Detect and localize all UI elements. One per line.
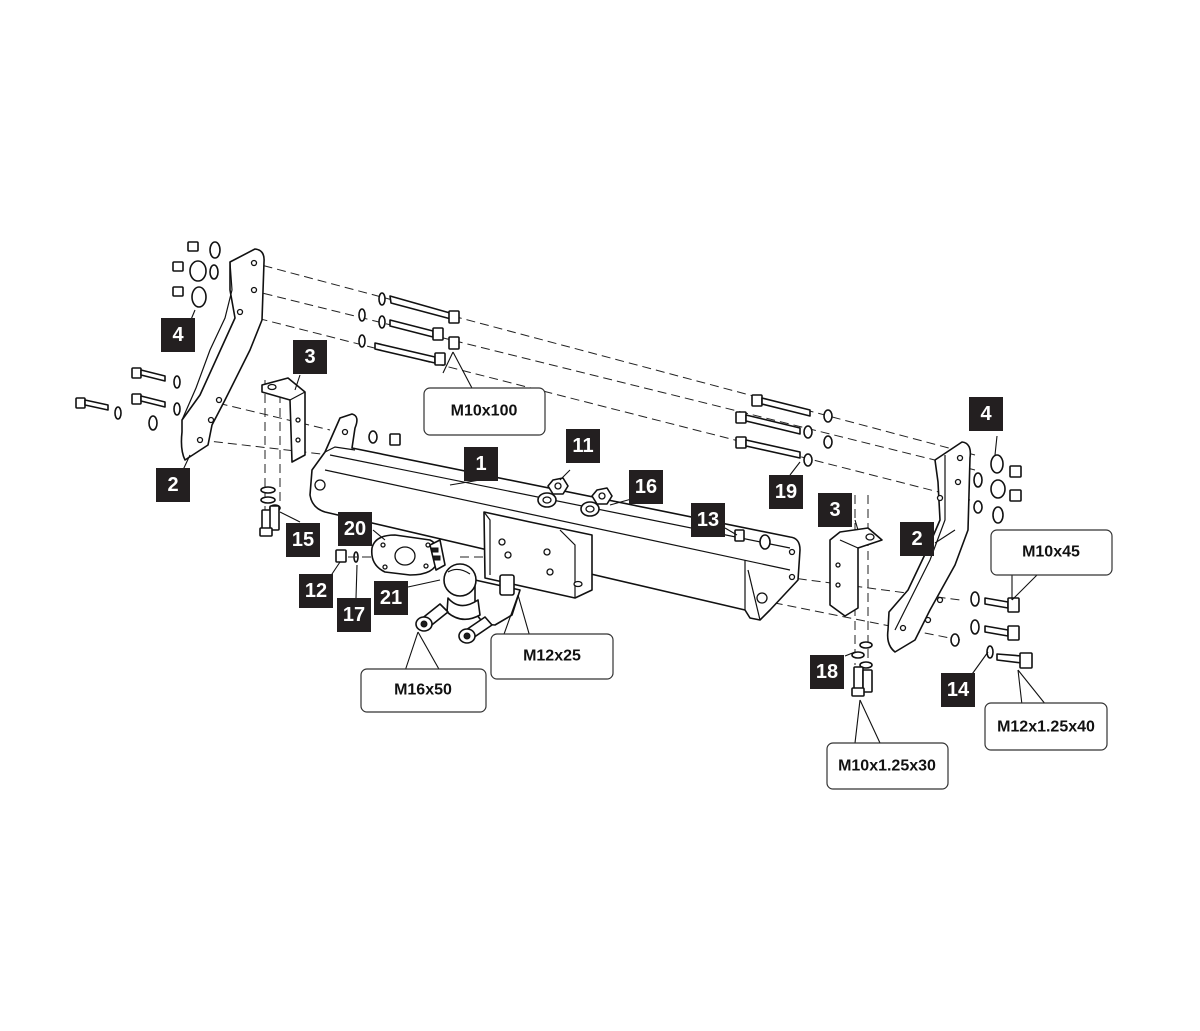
- badge-1-text: 1: [475, 453, 486, 475]
- callout-m10x1-25x30: M10x1.25x30: [826, 742, 949, 790]
- center-nuts: [537, 477, 613, 517]
- callout-m10x100-text: M10x100: [451, 403, 518, 420]
- left-side-bracket: [180, 248, 265, 461]
- callout-m10x100: M10x100: [423, 387, 546, 436]
- right-mount-bracket: [829, 527, 883, 617]
- badge-3-left-text: 3: [304, 346, 315, 368]
- callout-m12x1-25x40: M12x1.25x40: [984, 702, 1108, 751]
- badge-18: 18: [810, 655, 844, 689]
- badge-2-right-text: 2: [911, 528, 922, 550]
- badge-11-text: 11: [572, 435, 593, 457]
- badge-19-text: 19: [775, 481, 797, 503]
- leader-lines: [182, 309, 1047, 744]
- right-small-fasteners: [734, 529, 771, 550]
- badge-4-right: 4: [969, 397, 1003, 431]
- left-upper-fasteners: [172, 241, 460, 366]
- badge-1: 1: [464, 447, 498, 481]
- badge-4-left-text: 4: [172, 324, 184, 346]
- badge-19: 19: [769, 475, 803, 509]
- badge-12-text: 12: [305, 580, 327, 602]
- badge-17: 17: [337, 598, 371, 632]
- badge-13: 13: [691, 503, 725, 537]
- badge-4-left: 4: [161, 318, 195, 352]
- badge-20-text: 20: [344, 518, 366, 540]
- callout-m12x1-25x40-text: M12x1.25x40: [997, 719, 1095, 736]
- callout-m12x25: M12x25: [490, 633, 614, 680]
- badge-3-right: 3: [818, 493, 852, 527]
- badge-15: 15: [286, 523, 320, 557]
- callout-m10x1-25x30-text: M10x1.25x30: [838, 758, 936, 775]
- right-upper-fasteners: [735, 394, 833, 467]
- callout-m12x25-text: M12x25: [523, 648, 581, 665]
- left-mount-bracket: [261, 377, 306, 463]
- callout-m10x45-text: M10x45: [1022, 544, 1080, 561]
- crossbar-left-fasteners: [368, 430, 401, 446]
- badge-21-text: 21: [380, 587, 402, 609]
- right-bracket-nuts: [973, 454, 1022, 524]
- badge-20: 20: [338, 512, 372, 546]
- badge-2-right: 2: [900, 522, 934, 556]
- badge-14-text: 14: [947, 679, 970, 701]
- badge-17-text: 17: [343, 604, 365, 626]
- badge-21: 21: [374, 581, 408, 615]
- left-small-fasteners: [335, 549, 372, 563]
- badge-4-right-text: 4: [980, 403, 992, 425]
- callout-m10x45: M10x45: [990, 529, 1113, 576]
- socket-plate: [370, 534, 446, 576]
- badge-3-right-text: 3: [829, 499, 840, 521]
- badge-16-text: 16: [635, 476, 657, 498]
- tow-ball-assembly: [415, 563, 521, 644]
- callout-m16x50-text: M16x50: [394, 682, 452, 699]
- callout-m16x50: M16x50: [360, 668, 487, 713]
- main-crossbar: [309, 413, 801, 621]
- left-vertical-bolts: [259, 486, 281, 537]
- badge-2-left-text: 2: [167, 474, 178, 496]
- badge-16: 16: [629, 470, 663, 504]
- right-lower-fasteners: [950, 591, 1033, 669]
- badge-11: 11: [566, 429, 600, 463]
- badge-12: 12: [299, 574, 333, 608]
- badge-14: 14: [941, 673, 975, 707]
- right-vertical-bolts: [851, 641, 873, 697]
- badge-15-text: 15: [292, 529, 314, 551]
- badge-2-left: 2: [156, 468, 190, 502]
- badge-3-left: 3: [293, 340, 327, 374]
- left-lower-fasteners: [75, 367, 181, 431]
- badge-13-text: 13: [697, 509, 719, 531]
- badge-18-text: 18: [816, 661, 838, 683]
